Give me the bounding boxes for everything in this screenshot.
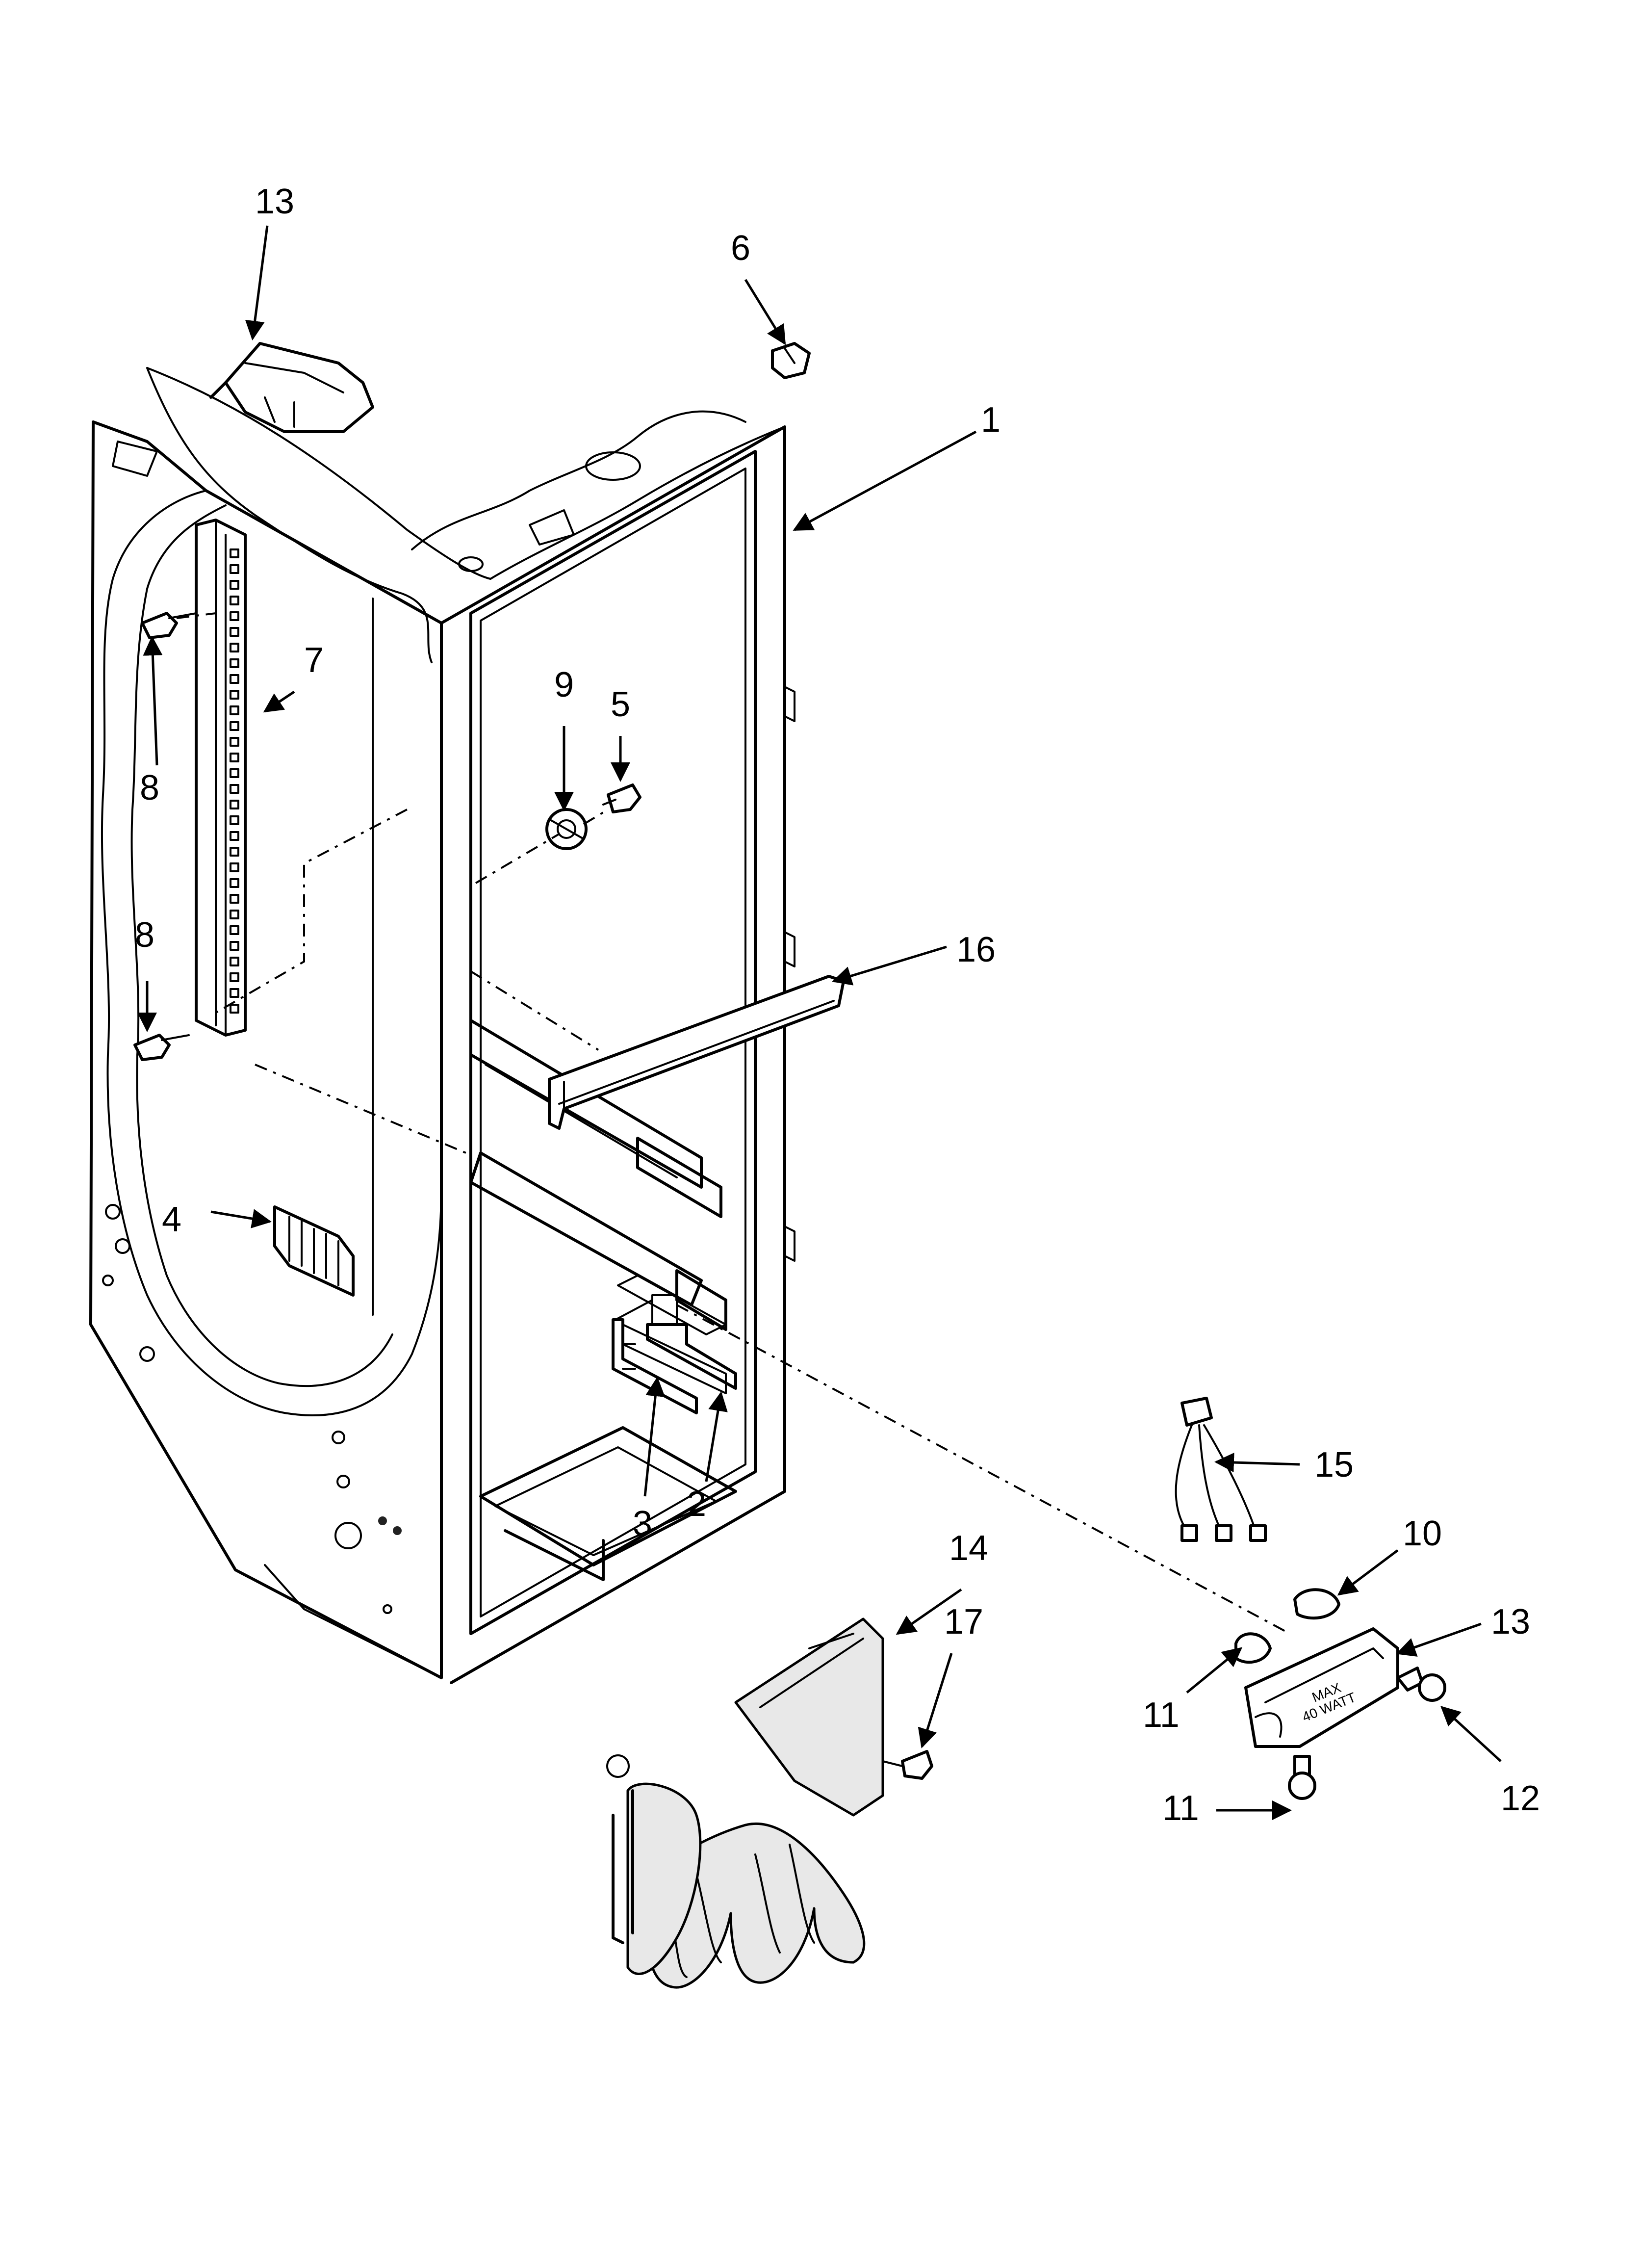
- vent-grille-part: [273, 1205, 355, 1297]
- rail-slot: [230, 658, 239, 668]
- rail-slot: [230, 957, 239, 966]
- clip-part: [771, 342, 811, 379]
- rail-slot: [230, 894, 239, 904]
- callout-13-right: 12: [1501, 1779, 1540, 1818]
- callout-11-upper: 10: [1403, 1514, 1442, 1553]
- light-socket-part: [545, 808, 588, 850]
- wire-harness-part: [1175, 1397, 1267, 1542]
- callout-16: 13: [1491, 1602, 1530, 1642]
- callout-5: 5: [611, 685, 630, 724]
- rail-slot: [230, 611, 239, 621]
- callout-12: 14: [949, 1529, 988, 1568]
- rail-slot: [230, 800, 239, 809]
- screw-part-5: [602, 783, 641, 813]
- callout-6: 6: [731, 229, 750, 268]
- screw-part-15: [882, 1750, 933, 1780]
- callout-9: 9: [554, 665, 574, 704]
- callout-8-upper: 8: [140, 768, 159, 808]
- callout-8-lower: 8: [135, 915, 154, 955]
- callout-7: 7: [304, 641, 324, 680]
- assembly-lines: [176, 612, 1290, 1635]
- clip-part-11-lower: [1234, 1632, 1272, 1664]
- clip-part-11-upper: [1293, 1588, 1340, 1620]
- rail-slot: [230, 1004, 239, 1014]
- rail-slot: [230, 643, 239, 652]
- shelf-rail-part: [195, 519, 247, 1037]
- rail-slot: [230, 862, 239, 872]
- callout-4: 4: [162, 1200, 181, 1239]
- rail-slot: [230, 972, 239, 982]
- rail-slot: [230, 784, 239, 794]
- rail-slot: [230, 941, 239, 951]
- cabinet-liner: [89, 367, 795, 1684]
- rail-slot: [230, 737, 239, 747]
- rail-slot: [230, 847, 239, 857]
- rail-slot: [230, 831, 239, 841]
- callout-2: 2: [687, 1485, 706, 1524]
- rail-slot: [230, 721, 239, 731]
- screw-part-8-upper: [141, 612, 197, 639]
- rail-slot: [230, 753, 239, 762]
- screw-part-8-lower: [133, 1034, 190, 1061]
- control-housing-part: [209, 342, 374, 433]
- rail-slot: [230, 627, 239, 637]
- rail-slot: [230, 925, 239, 935]
- rail-slot: [230, 878, 239, 888]
- callout-15: 17: [944, 1602, 983, 1642]
- bulb-part-13-right: [1396, 1667, 1446, 1702]
- callout-11-lower: 11: [1143, 1695, 1180, 1735]
- cross-channel-part: [548, 975, 845, 1130]
- rail-slot: [230, 548, 239, 558]
- callout-14: 16: [956, 930, 996, 969]
- leader-arrows: [137, 225, 1502, 1820]
- callout-17: 15: [1314, 1445, 1354, 1485]
- rail-slot: [230, 596, 239, 605]
- rail-slot: [230, 815, 239, 825]
- rail-slot: [230, 705, 239, 715]
- heater-coil-part: [626, 1617, 884, 1989]
- callout-13-bottom: 11: [1162, 1789, 1199, 1828]
- rail-slot: [230, 690, 239, 700]
- callout-labels: 13 6 1 7 8 8 9 5 16 4 3 2 14 17 15 10 11…: [135, 182, 1540, 1828]
- rail-slot: [230, 580, 239, 590]
- rail-slot: [230, 564, 239, 574]
- rail-slot: [230, 674, 239, 684]
- rail-slot: [230, 910, 239, 919]
- callout-3: 3: [633, 1504, 652, 1543]
- lamp-housing-part: MAX 40 WATT: [1244, 1627, 1399, 1748]
- bulb-part-13-bottom: [1288, 1755, 1316, 1800]
- callout-1: 1: [981, 400, 1001, 440]
- rail-slot: [230, 768, 239, 778]
- callout-10: 13: [255, 182, 294, 221]
- heater-drain-tube: [606, 1754, 630, 1944]
- bracket-parts: [612, 1294, 737, 1414]
- rail-slot: [230, 988, 239, 998]
